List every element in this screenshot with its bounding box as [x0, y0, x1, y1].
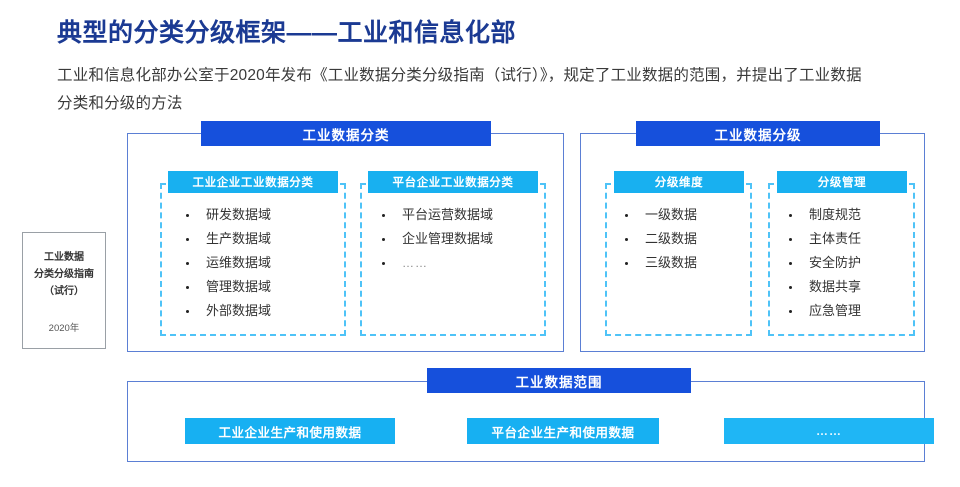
list-item-label: 企业管理数据域: [402, 231, 494, 246]
bullet-icon: [789, 237, 792, 241]
list-item: 一级数据: [625, 203, 697, 227]
scope-box-3-label: ……: [816, 424, 842, 438]
bullet-icon: [186, 237, 189, 241]
list-item-label: 主体责任: [809, 231, 862, 246]
list-item: 生产数据域: [186, 227, 271, 251]
list-item: 三级数据: [625, 251, 697, 275]
list-item-label: 二级数据: [645, 231, 698, 246]
list-item-label: 制度规范: [809, 207, 862, 222]
list-item: 外部数据域: [186, 299, 271, 323]
list-item-label: 三级数据: [645, 255, 698, 270]
subheader-platform-enterprise: 平台企业工业数据分类: [368, 171, 538, 193]
subheader-grading-dimension: 分级维度: [614, 171, 744, 193]
bullet-icon: [789, 309, 792, 313]
bullet-icon: [789, 285, 792, 289]
list-grading-dimension: 一级数据二级数据三级数据: [625, 203, 697, 275]
list-item: 主体责任: [789, 227, 861, 251]
list-item-label: 平台运营数据域: [402, 207, 494, 222]
list-item-label: 研发数据域: [206, 207, 272, 222]
bullet-icon: [186, 285, 189, 289]
grading-header: 工业数据分级: [636, 121, 880, 146]
list-item: ……: [382, 251, 493, 275]
list-item: 应急管理: [789, 299, 861, 323]
list-item-label: 外部数据域: [206, 303, 272, 318]
list-grading-management: 制度规范主体责任安全防护数据共享应急管理: [789, 203, 861, 323]
scope-box-1: 工业企业生产和使用数据: [185, 418, 395, 444]
list-item: 安全防护: [789, 251, 861, 275]
scope-box-3: ……: [724, 418, 934, 444]
scope-box-2: 平台企业生产和使用数据: [467, 418, 659, 444]
bullet-icon: [625, 213, 628, 217]
list-item-label: 数据共享: [809, 279, 862, 294]
bullet-icon: [186, 213, 189, 217]
document-card: 工业数据 分类分级指南 （试行） 2020年: [22, 232, 106, 349]
list-item-label: 应急管理: [809, 303, 862, 318]
page-title: 典型的分类分级框架——工业和信息化部: [57, 19, 517, 47]
bullet-icon: [382, 261, 385, 265]
list-item-label: ……: [402, 256, 428, 270]
list-item: 管理数据域: [186, 275, 271, 299]
list-item: 运维数据域: [186, 251, 271, 275]
bullet-icon: [186, 261, 189, 265]
list-item: 研发数据域: [186, 203, 271, 227]
scope-header: 工业数据范围: [427, 368, 691, 393]
bullet-icon: [382, 237, 385, 241]
list-item-label: 一级数据: [645, 207, 698, 222]
list-platform-enterprise: 平台运营数据域企业管理数据域 ……: [382, 203, 493, 275]
bullet-icon: [625, 237, 628, 241]
bullet-icon: [625, 261, 628, 265]
list-item: 制度规范: [789, 203, 861, 227]
card-industrial-enterprise: [160, 183, 346, 336]
list-item-label: 管理数据域: [206, 279, 272, 294]
subheader-grading-management: 分级管理: [777, 171, 907, 193]
document-card-line3: （试行）: [44, 286, 84, 297]
list-item: 二级数据: [625, 227, 697, 251]
subheader-industrial-enterprise: 工业企业工业数据分类: [168, 171, 338, 193]
bullet-icon: [186, 309, 189, 313]
document-card-line1: 工业数据: [44, 252, 84, 263]
bullet-icon: [789, 213, 792, 217]
list-item: 企业管理数据域: [382, 227, 493, 251]
bullet-icon: [382, 213, 385, 217]
list-item-label: 运维数据域: [206, 255, 272, 270]
document-card-year: 2020年: [48, 323, 80, 334]
list-item: 数据共享: [789, 275, 861, 299]
list-industrial-enterprise: 研发数据域生产数据域运维数据域管理数据域外部数据域: [186, 203, 271, 323]
document-card-line2: 分类分级指南: [34, 269, 94, 280]
page-subtitle: 工业和信息化部办公室于2020年发布《工业数据分类分级指南（试行）》，规定了工业…: [57, 67, 862, 112]
list-item-label: 安全防护: [809, 255, 862, 270]
list-item-label: 生产数据域: [206, 231, 272, 246]
card-grading-management: [768, 183, 915, 336]
bullet-icon: [789, 261, 792, 265]
list-item: 平台运营数据域: [382, 203, 493, 227]
classification-header: 工业数据分类: [201, 121, 491, 146]
card-platform-enterprise: [360, 183, 546, 336]
